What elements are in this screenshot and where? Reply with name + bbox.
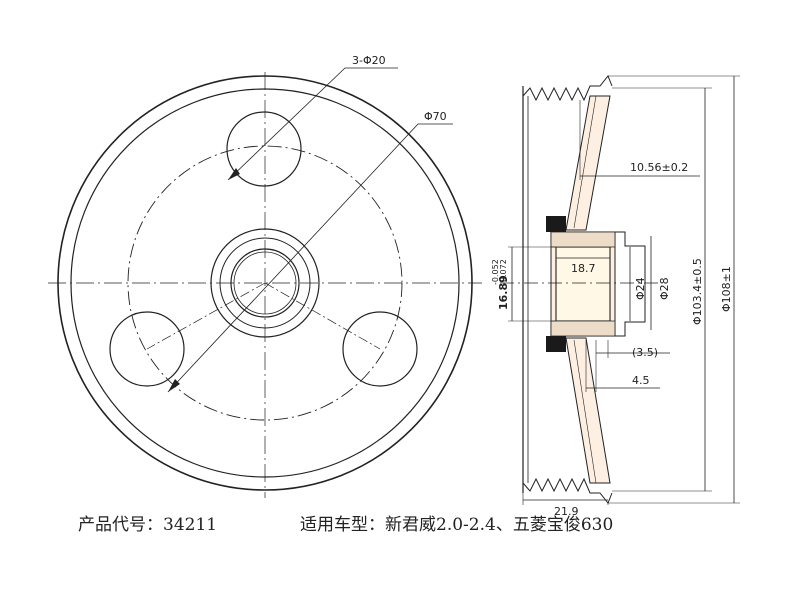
hole-label: 3-Φ20 xyxy=(352,54,386,67)
hub-shoulder-lower xyxy=(546,336,566,352)
bearing-tol-upper-label: -0.052 xyxy=(491,259,500,285)
bore-diameter-label: Φ24 xyxy=(634,277,647,300)
web-upper-inner xyxy=(573,95,597,229)
hub-diameter-label: Φ28 xyxy=(658,277,671,300)
pcd-label: Φ70 xyxy=(424,110,447,123)
web-upper xyxy=(565,95,611,231)
bottom-groove-profile xyxy=(522,477,613,504)
bearing-width-label: 16.89 xyxy=(497,275,510,310)
pcd-leader-line xyxy=(167,123,453,393)
hole-top xyxy=(226,111,302,187)
hub-shoulder-upper xyxy=(546,216,566,232)
product-code-caption: 产品代号：34211 xyxy=(78,515,218,535)
web-lower-inner xyxy=(573,339,597,484)
bearing-tol-lower-label: -0.072 xyxy=(499,259,508,285)
applicable-models-caption: 适用车型：新君威2.0-2.4、五菱宝俊630 xyxy=(300,515,614,535)
front-view xyxy=(48,67,482,498)
hole-center-line-2 xyxy=(146,282,266,350)
width-label: 21.9 xyxy=(554,505,579,518)
hub-hatch-upper xyxy=(550,231,616,248)
flange-thickness-label: 4.5 xyxy=(632,374,650,387)
web-lower xyxy=(565,337,611,484)
top-groove-profile xyxy=(522,75,613,102)
hole-leader-arrow xyxy=(228,168,240,180)
bore-length-label: 18.7 xyxy=(571,262,596,275)
inner-diameter-label: Φ103.4±0.5 xyxy=(691,258,704,325)
section-view xyxy=(500,75,740,505)
step-label: (3.5) xyxy=(632,346,658,359)
hole-leader-line xyxy=(227,67,398,181)
hub-hatch-lower xyxy=(550,320,616,337)
outer-diameter-label: Φ108±1 xyxy=(720,266,733,312)
groove-offset-label: 10.56±0.2 xyxy=(630,161,688,174)
hub-flange-right xyxy=(615,231,646,337)
pcd-leader-arrow xyxy=(168,379,180,392)
hole-center-line xyxy=(264,282,381,350)
hole-bottom-right xyxy=(342,311,418,387)
hole-bottom-left xyxy=(109,311,185,387)
